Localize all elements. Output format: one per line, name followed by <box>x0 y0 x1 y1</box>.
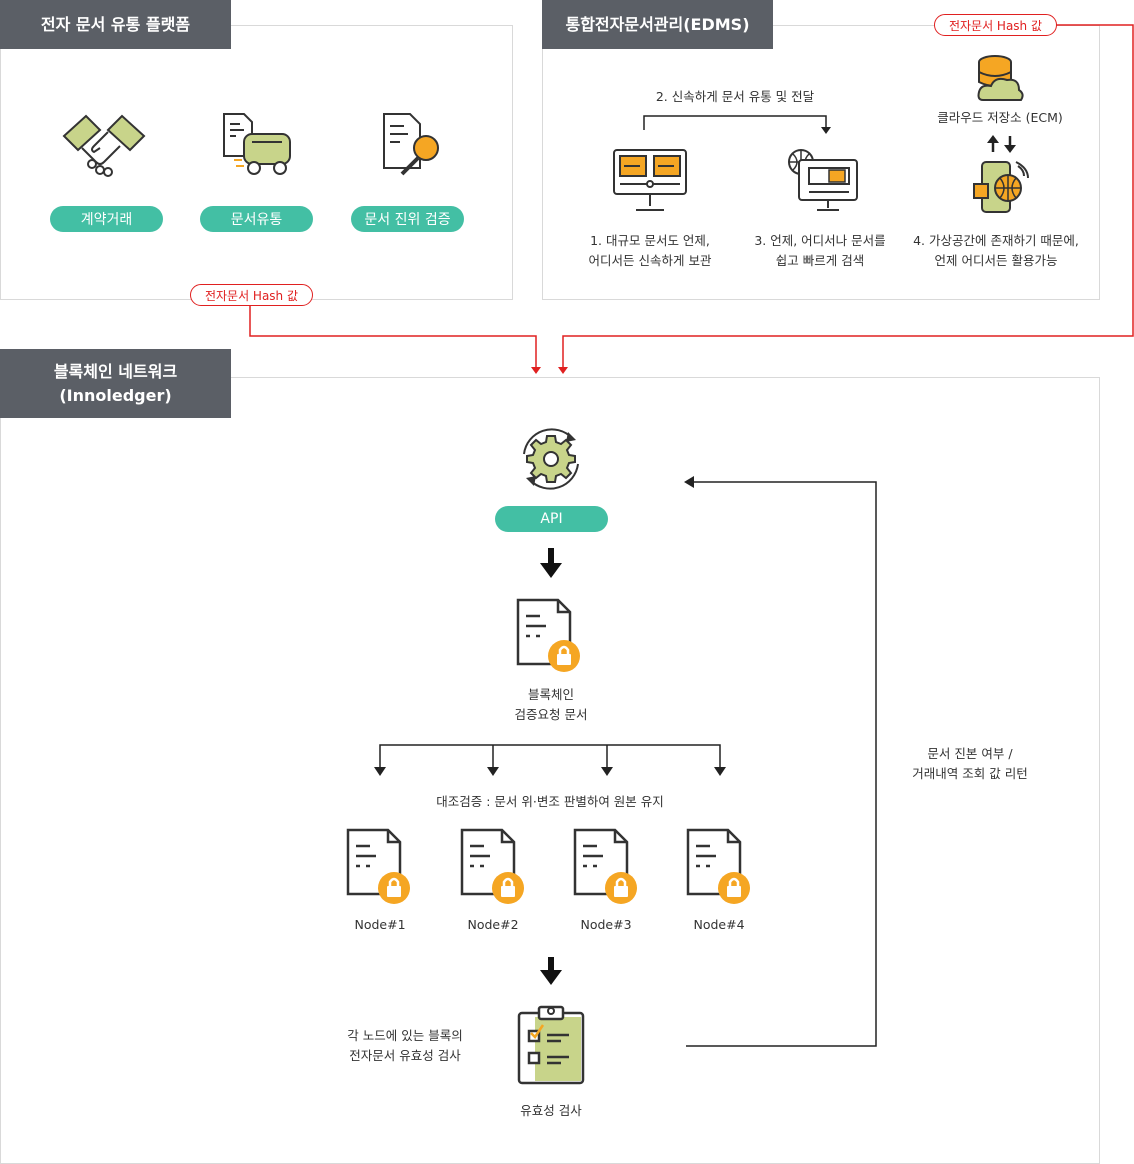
blockchain-title-line1: 블록체인 네트워크 <box>53 361 178 381</box>
globe-monitor-search-icon <box>788 149 858 211</box>
contract-trade-pill: 계약거래 <box>50 206 163 232</box>
delivery-truck-icon <box>223 113 291 175</box>
node1-locked-doc-icon <box>346 828 410 904</box>
cloud-storage-label: 클라우드 저장소 (ECM) <box>937 110 1063 125</box>
branch-lines <box>379 744 721 767</box>
handshake-icon <box>62 114 146 177</box>
edms-step1-label: 1. 대규모 문서도 언제, 어디서든 신속하게 보관 <box>588 233 712 268</box>
compare-verification-label: 대조검증 : 문서 위·변조 판별하여 원본 유지 <box>436 794 664 809</box>
node3-locked-doc-icon <box>573 828 637 904</box>
hash-line-right <box>562 24 1134 368</box>
edms-step3-label: 3. 언제, 어디서나 문서를 쉽고 빠르게 검색 <box>754 233 886 268</box>
api-pill: API <box>495 506 608 532</box>
hash-line-left <box>249 305 537 368</box>
document-magnifier-icon <box>383 113 439 176</box>
hash-arrow-left <box>531 367 541 374</box>
hash-arrow-right <box>558 367 568 374</box>
blockchain-title: 블록체인 네트워크 (Innoledger) <box>0 349 231 418</box>
request-doc-label: 블록체인 검증요청 문서 <box>514 687 588 722</box>
return-loop-line <box>686 481 877 1047</box>
node4-label: Node#4 <box>693 917 745 932</box>
validity-check-label: 유효성 검사 <box>520 1103 582 1118</box>
edms-flow-line <box>643 115 827 130</box>
node3-label: Node#3 <box>580 917 632 932</box>
edms-hash-badge: 전자문서 Hash 값 <box>934 14 1057 36</box>
node1-label: Node#1 <box>354 917 406 932</box>
blockchain-title-line2: (Innoledger) <box>59 385 172 405</box>
clipboard-checklist-icon <box>517 1005 585 1085</box>
edms-step4-label: 4. 가상공간에 존재하기 때문에, 언제 어디서든 활용가능 <box>913 233 1079 268</box>
platform-title: 전자 문서 유통 플랫폼 <box>0 0 231 49</box>
edms-title: 통합전자문서관리(EDMS) <box>542 0 773 49</box>
locked-document-icon <box>516 598 580 672</box>
cloud-database-icon <box>977 55 1024 101</box>
monitor-folders-icon <box>613 149 687 211</box>
validity-note-label: 각 노드에 있는 블록의 전자문서 유효성 검사 <box>347 1028 463 1063</box>
document-distribution-pill: 문서유통 <box>200 206 313 232</box>
node2-locked-doc-icon <box>460 828 524 904</box>
return-value-label: 문서 진본 여부 / 거래내역 조회 값 리턴 <box>912 746 1028 781</box>
edms-flow-arrowhead <box>821 127 831 134</box>
node2-label: Node#2 <box>467 917 519 932</box>
gear-sync-icon <box>523 428 579 490</box>
node4-locked-doc-icon <box>686 828 750 904</box>
edms-flow-label: 2. 신속하게 문서 유통 및 전달 <box>655 89 815 104</box>
platform-hash-badge: 전자문서 Hash 값 <box>190 284 313 306</box>
document-verification-pill: 문서 진위 검증 <box>351 206 464 232</box>
mobile-globe-icon <box>973 161 1029 213</box>
